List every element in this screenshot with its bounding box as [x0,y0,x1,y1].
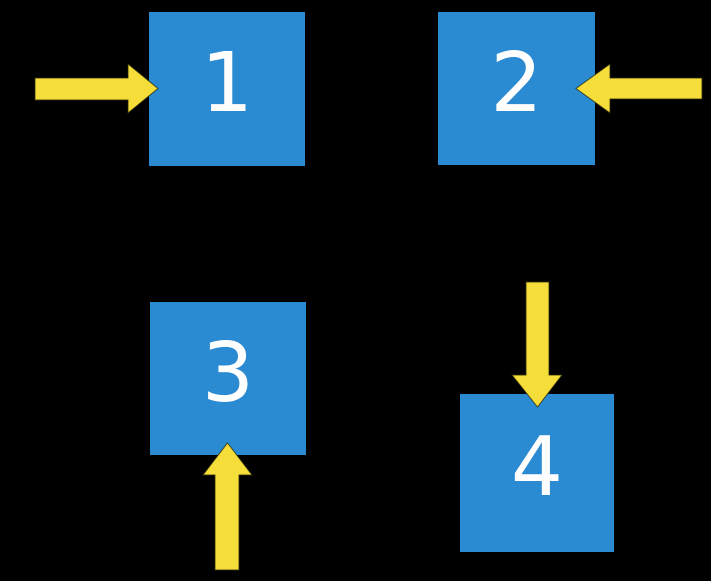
square-3[interactable]: 3 [150,302,306,455]
arrow-left-icon [575,63,703,114]
square-3-label: 3 [201,325,255,421]
square-4-label: 4 [510,420,564,515]
square-4[interactable]: 4 [460,394,614,552]
square-1[interactable]: 1 [149,12,305,166]
square-2-label: 2 [490,35,543,131]
square-2[interactable]: 2 [438,12,595,165]
square-1-label: 1 [200,36,254,131]
arrow-up-icon [201,442,254,571]
arrow-down-icon [510,281,564,408]
arrow-right-icon [34,62,159,115]
